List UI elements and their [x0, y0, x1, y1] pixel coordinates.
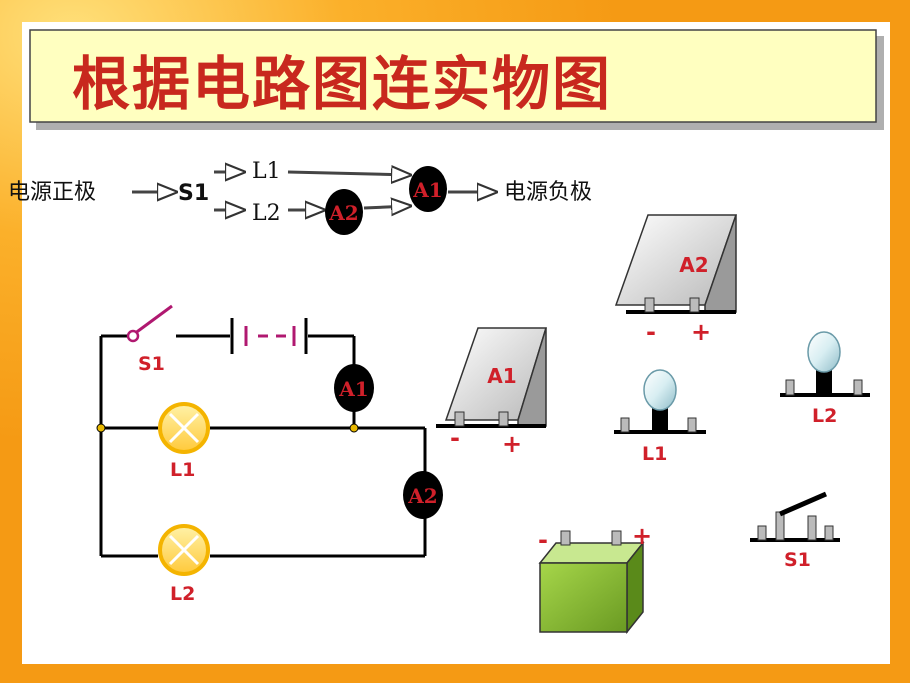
component-lamp-l2[interactable]: L2: [780, 331, 870, 427]
schematic-ammeter1-label: A1: [338, 377, 368, 401]
flow-row: 电源正极 S1 L1 L2 A2 A1 电源负极: [8, 159, 592, 235]
page-title: 根据电路图连实物图: [72, 50, 612, 118]
battery-plus: +: [632, 522, 652, 550]
component-switch-s1[interactable]: S1: [750, 491, 840, 571]
flow-arrow: [363, 206, 410, 208]
flow-source-positive: 电源正极: [8, 180, 96, 205]
ammeter-a2-minus: -: [646, 318, 656, 346]
schematic-ammeter2: [403, 471, 443, 519]
component-lamp-l1[interactable]: L1: [614, 369, 706, 465]
lamp-l2-label: L2: [812, 405, 837, 427]
flow-lamp2: L2: [252, 201, 281, 226]
ammeter-a2-label: A2: [679, 253, 708, 277]
junction-dot: [349, 423, 359, 433]
switch-s1-label: S1: [784, 549, 811, 571]
schematic-lamp1-label: L1: [170, 459, 195, 481]
title-box: [29, 29, 877, 123]
flow-ammeter1-label: A1: [412, 178, 442, 202]
switch-pivot: [126, 329, 140, 343]
flow-lamp1: L1: [252, 159, 281, 184]
component-ammeter-a1[interactable]: A1 - +: [436, 327, 548, 458]
schematic-switch-label: S1: [138, 353, 165, 375]
ammeter-a2-plus: +: [691, 318, 711, 346]
component-ammeter-a2[interactable]: A2 - +: [614, 214, 738, 346]
schematic-lamp2-label: L2: [170, 583, 195, 605]
flow-ammeter2-circle: [325, 189, 363, 235]
flow-ammeter2-label: A2: [328, 201, 358, 225]
schematic-lamp1: L1: [158, 402, 210, 481]
schematic-lamp2: L2: [158, 524, 210, 605]
lamp-l1-label: L1: [642, 443, 667, 465]
schematic-ammeter1: [334, 364, 374, 412]
schematic-switch: S1: [126, 304, 173, 375]
junction-dot: [96, 423, 106, 433]
flow-source-negative: 电源负极: [504, 180, 592, 205]
component-battery[interactable]: - +: [538, 522, 652, 635]
schematic-battery: [230, 318, 308, 354]
flow-switch: S1: [178, 181, 209, 206]
schematic-ammeter2-label: A2: [407, 484, 437, 508]
ammeter-a1-plus: +: [502, 430, 522, 458]
ammeter-a1-label: A1: [487, 364, 516, 388]
flow-arrow: [287, 172, 410, 175]
flow-ammeter1-circle: [409, 166, 447, 212]
battery-minus: -: [538, 526, 548, 554]
switch-blade: [133, 304, 173, 336]
ammeter-a1-minus: -: [450, 424, 460, 452]
